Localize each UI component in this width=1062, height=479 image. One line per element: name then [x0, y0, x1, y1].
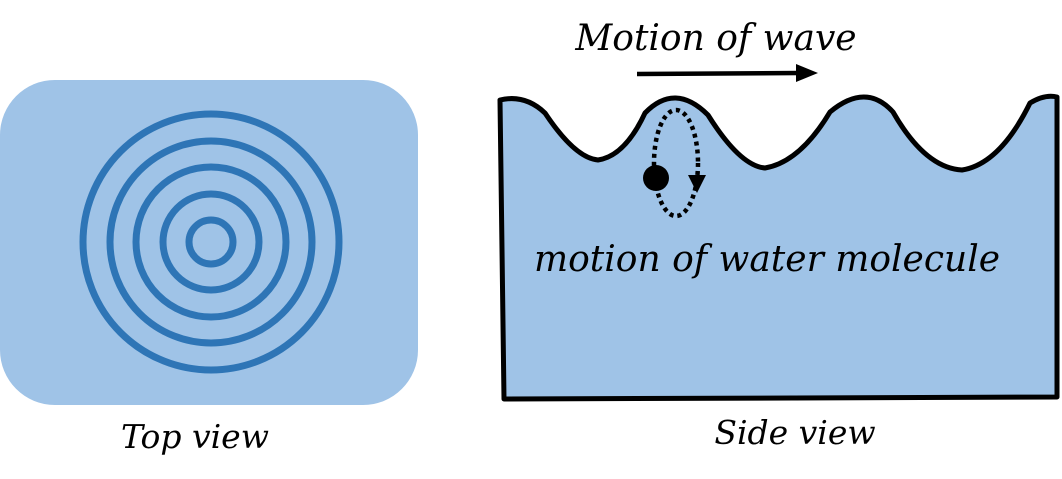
top-view-water-surface	[0, 80, 418, 405]
side-view-caption: Side view	[714, 413, 875, 452]
top-view-panel: Top view	[0, 80, 418, 456]
orbit-path	[651, 107, 701, 219]
side-view-panel: Motion of wave motion of water molecule …	[497, 18, 1060, 452]
ripple-ring-3	[132, 163, 290, 321]
concentric-ripples	[79, 110, 343, 374]
ripple-ring-2	[159, 190, 263, 294]
water-molecule-dot	[643, 165, 669, 191]
particle-motion-label: motion of water molecule	[534, 239, 1000, 280]
side-view-water-body	[497, 93, 1060, 402]
top-view-caption: Top view	[121, 417, 269, 456]
particle-orbit	[643, 107, 706, 219]
wave-direction-arrowhead	[796, 64, 818, 82]
orbit-direction-arrowhead	[688, 175, 706, 193]
wave-direction-arrow	[636, 64, 818, 82]
ripple-ring-4	[106, 137, 316, 347]
ripple-ring-5	[79, 110, 343, 374]
wave-direction-arrow-shaft	[636, 70, 801, 77]
ripple-ring-1	[185, 216, 237, 268]
wave-motion-label: Motion of wave	[574, 18, 856, 59]
